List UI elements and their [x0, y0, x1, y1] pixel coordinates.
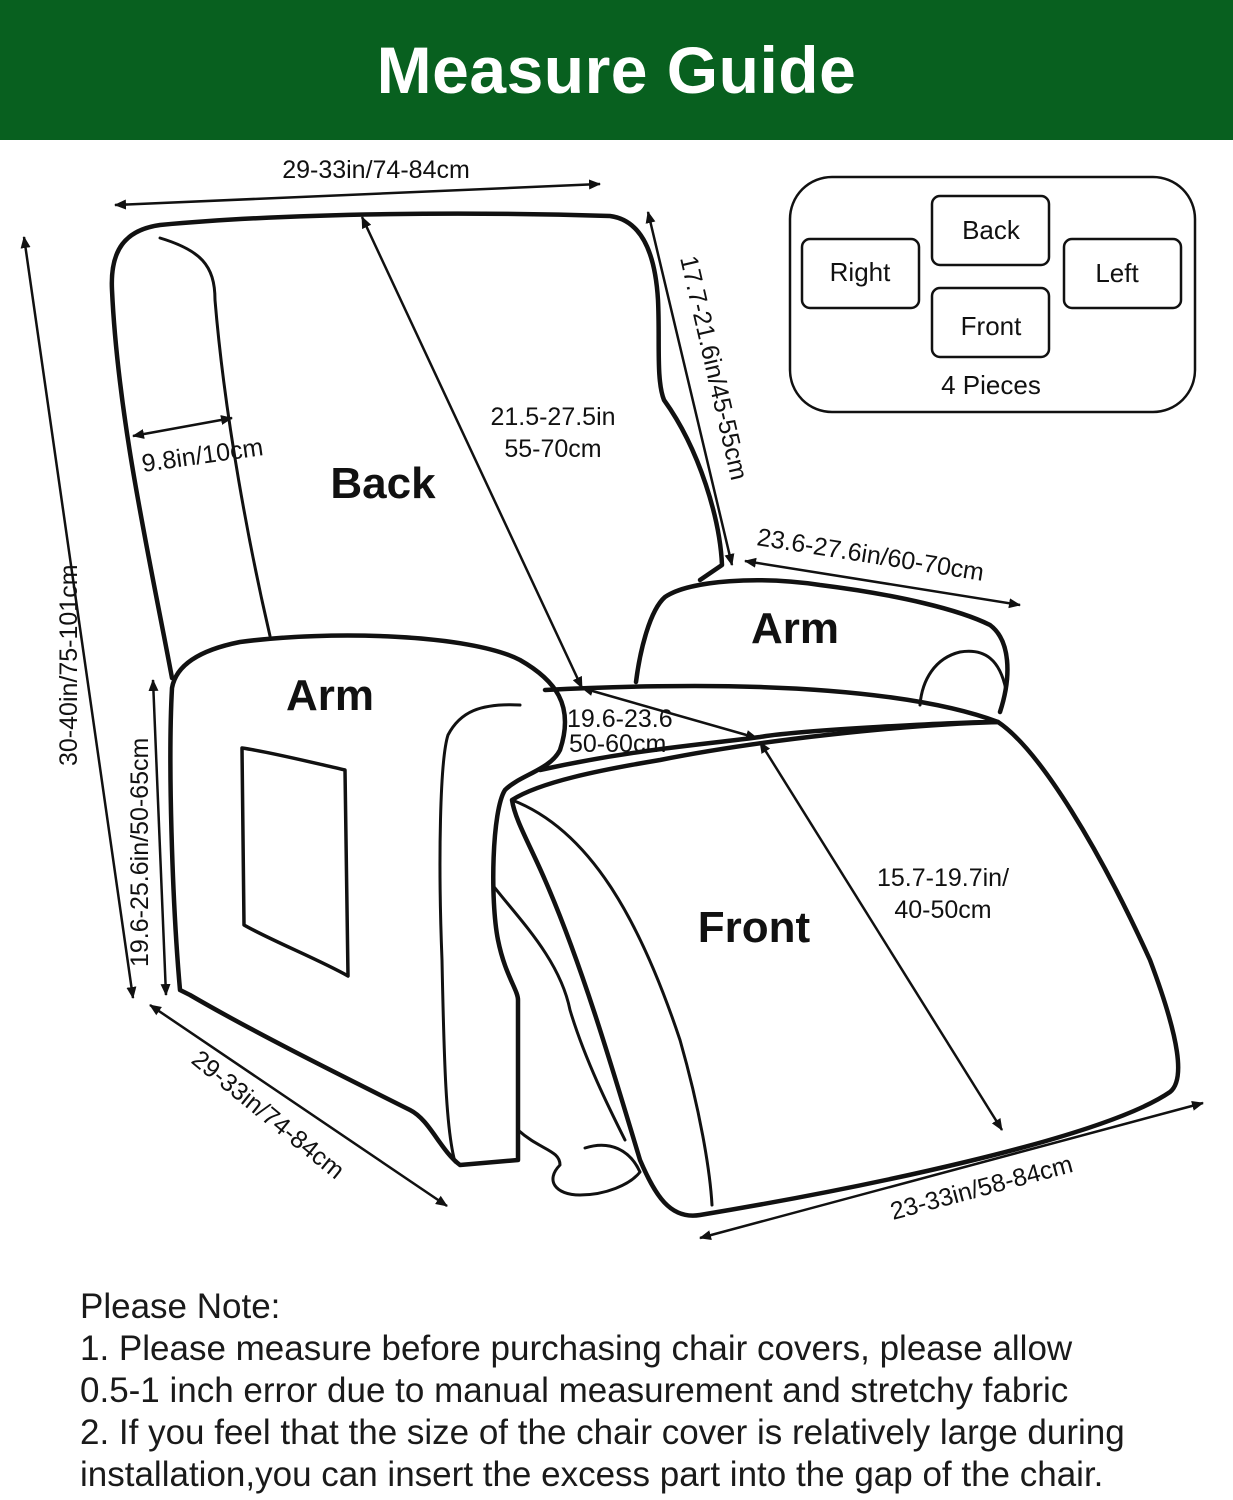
footrest-outline	[509, 719, 1181, 1218]
side-pocket	[240, 746, 350, 978]
power-cord	[516, 1128, 642, 1197]
front-length-in-label: 15.7-19.7in/	[877, 864, 1009, 892]
legend-piece-back-label: Back	[962, 215, 1021, 245]
total-height-arrow	[20, 236, 137, 999]
bottom-depth-arrow	[149, 1003, 448, 1208]
part-label-arm-right: Arm	[751, 604, 839, 653]
backrest-inner-fold	[158, 236, 272, 638]
back-diagonal-cm-label: 55-70cm	[504, 435, 601, 463]
legend-piece-right: Right	[800, 237, 921, 310]
dimension-arrows	[20, 179, 1204, 1240]
wing-width-label: 9.8in/10cm	[140, 433, 265, 478]
seat-width-arrow	[581, 686, 758, 740]
wing-width-arrow	[132, 415, 233, 439]
note-line: 0.5-1 inch error due to manual measureme…	[80, 1371, 1069, 1410]
front-length-arrow	[758, 741, 1004, 1131]
note-line: 1. Please measure before purchasing chai…	[80, 1329, 1073, 1368]
arm-length-arrow	[744, 557, 1021, 609]
back-diagonal-arrow	[360, 216, 584, 689]
page-title: Measure Guide	[0, 0, 1233, 140]
part-label-front: Front	[698, 903, 811, 952]
part-label-arm-left: Arm	[286, 671, 374, 720]
seat-width-in-label: 19.6-23.6	[567, 705, 673, 733]
front-length-cm-label: 40-50cm	[894, 896, 991, 924]
arm-length-label: 23.6-27.6in/60-70cm	[755, 523, 986, 587]
leg-mechanism	[493, 886, 627, 1142]
legend-piece-left-label: Left	[1095, 258, 1139, 288]
footrest-inner-fold	[510, 798, 714, 1207]
legend-piece-right-label: Right	[830, 257, 891, 287]
seat-width-cm-label: 50-60cm	[569, 730, 666, 758]
back-diagonal-in-label: 21.5-27.5in	[490, 403, 615, 431]
left-arm-inner-face	[438, 703, 522, 1164]
pieces-legend: Back Right Left Front 4 Pieces	[788, 175, 1197, 414]
part-labels: Back Arm Arm Front	[286, 459, 839, 952]
legend-piece-back: Back	[930, 194, 1051, 267]
top-width-label: 29-33in/74-84cm	[282, 156, 470, 184]
notes-heading: Please Note:	[80, 1287, 281, 1326]
legend-caption: 4 Pieces	[941, 370, 1041, 400]
legend-frame	[788, 175, 1197, 414]
note-line: 2. If you feel that the size of the chai…	[80, 1413, 1125, 1452]
arm-height-label: 19.6-25.6in/50-65cm	[126, 738, 154, 967]
notes-section: Please Note: 1. Please measure before pu…	[80, 1286, 1210, 1496]
right-arm-inner-curve	[918, 649, 1008, 707]
part-label-back: Back	[330, 459, 436, 508]
top-width-arrow	[114, 179, 601, 210]
total-height-label: 30-40in/75-101cm	[55, 564, 83, 766]
arm-height-arrow	[148, 679, 171, 996]
bottom-width-arrow	[699, 1101, 1204, 1240]
legend-piece-front: Front	[930, 286, 1051, 359]
note-line: installation,you can insert the excess p…	[80, 1455, 1104, 1494]
recliner-measure-diagram: 29-33in/74-84cm 17.7-21.6in/45-55cm 21.5…	[20, 156, 1204, 1240]
legend-piece-front-label: Front	[961, 311, 1022, 341]
back-side-arrow	[645, 211, 735, 566]
legend-piece-left: Left	[1062, 237, 1183, 310]
